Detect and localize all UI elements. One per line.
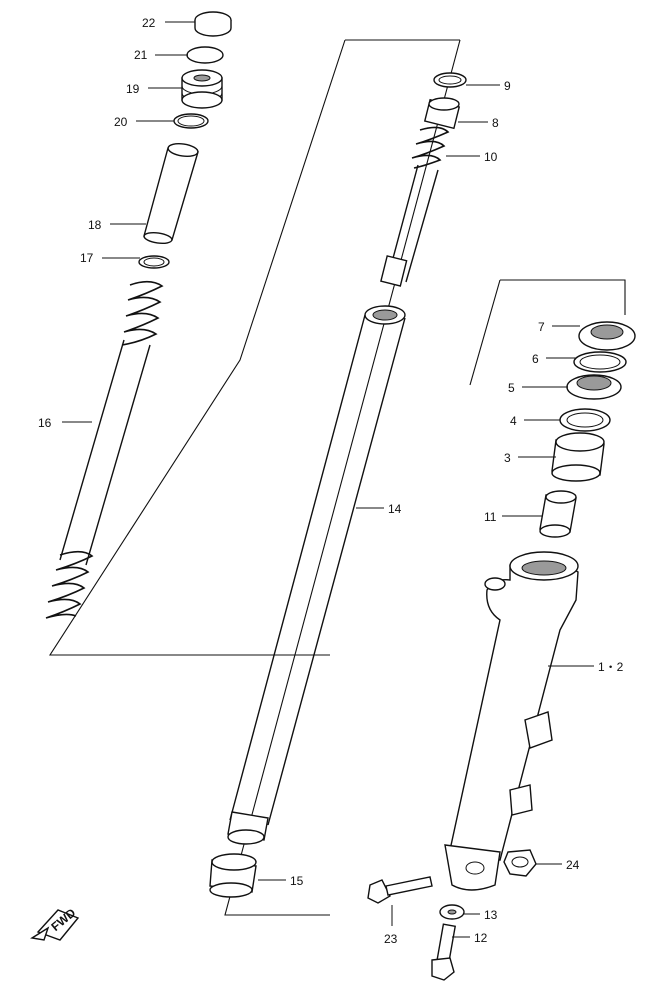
callout-4: 4 xyxy=(510,414,517,428)
callout-1-2: 1・2 xyxy=(598,660,624,674)
part-10-rebound-spring xyxy=(411,126,450,169)
callout-17: 17 xyxy=(80,251,94,265)
leader-lines xyxy=(62,21,594,938)
callout-21: 21 xyxy=(134,48,148,62)
part-6-stopper-ring xyxy=(573,351,627,373)
part-4-washer xyxy=(559,408,611,432)
callout-16: 16 xyxy=(38,416,52,430)
callout-10: 10 xyxy=(484,150,498,164)
middle-assembly-frame xyxy=(224,39,461,916)
part-12-bolt xyxy=(431,923,457,981)
callout-14: 14 xyxy=(388,502,402,516)
forward-direction-arrow: FWD xyxy=(30,905,80,941)
part-23-bolt xyxy=(367,876,433,904)
callout-11: 11 xyxy=(484,510,497,524)
callout-23: 23 xyxy=(384,932,398,946)
callout-5: 5 xyxy=(508,381,515,395)
callout-15: 15 xyxy=(290,874,304,888)
part-20-ring xyxy=(173,113,209,129)
part-9-ring xyxy=(433,72,467,88)
callout-12: 12 xyxy=(474,931,488,945)
part-17-washer xyxy=(138,255,170,269)
part-11-slide-bushing xyxy=(539,490,577,538)
part-21-o-ring xyxy=(186,46,224,64)
part-24-nut xyxy=(503,849,537,877)
callout-22: 22 xyxy=(142,16,156,30)
part-14-inner-tube xyxy=(227,305,406,845)
callout-24: 24 xyxy=(566,858,580,872)
callout-numbers: 22 21 19 20 18 17 16 9 8 10 7 6 5 4 3 11… xyxy=(38,16,624,946)
part-3-guide-bushing xyxy=(551,432,605,482)
part-22-cap xyxy=(194,11,232,37)
callout-18: 18 xyxy=(88,218,102,232)
left-assembly-frame xyxy=(48,39,460,656)
part-7-dust-seal xyxy=(578,321,636,351)
part-5-oil-seal xyxy=(566,374,622,400)
callout-9: 9 xyxy=(504,79,511,93)
part-14-damper-rod xyxy=(380,164,439,287)
part-15-oil-lock-piece xyxy=(209,853,257,898)
part-18-spacer xyxy=(143,143,199,245)
callout-3: 3 xyxy=(504,451,511,465)
callout-7: 7 xyxy=(538,320,545,334)
right-assembly-frame xyxy=(469,279,626,386)
callout-19: 19 xyxy=(126,82,140,96)
callout-6: 6 xyxy=(532,352,539,366)
part-16-fork-spring xyxy=(45,280,164,619)
part-8-piston xyxy=(423,97,461,130)
part-1-2-outer-tube xyxy=(444,551,579,891)
part-13-washer xyxy=(439,904,465,920)
callout-8: 8 xyxy=(492,116,499,130)
part-19-adjuster xyxy=(181,69,223,109)
callout-13: 13 xyxy=(484,908,498,922)
callout-20: 20 xyxy=(114,115,128,129)
